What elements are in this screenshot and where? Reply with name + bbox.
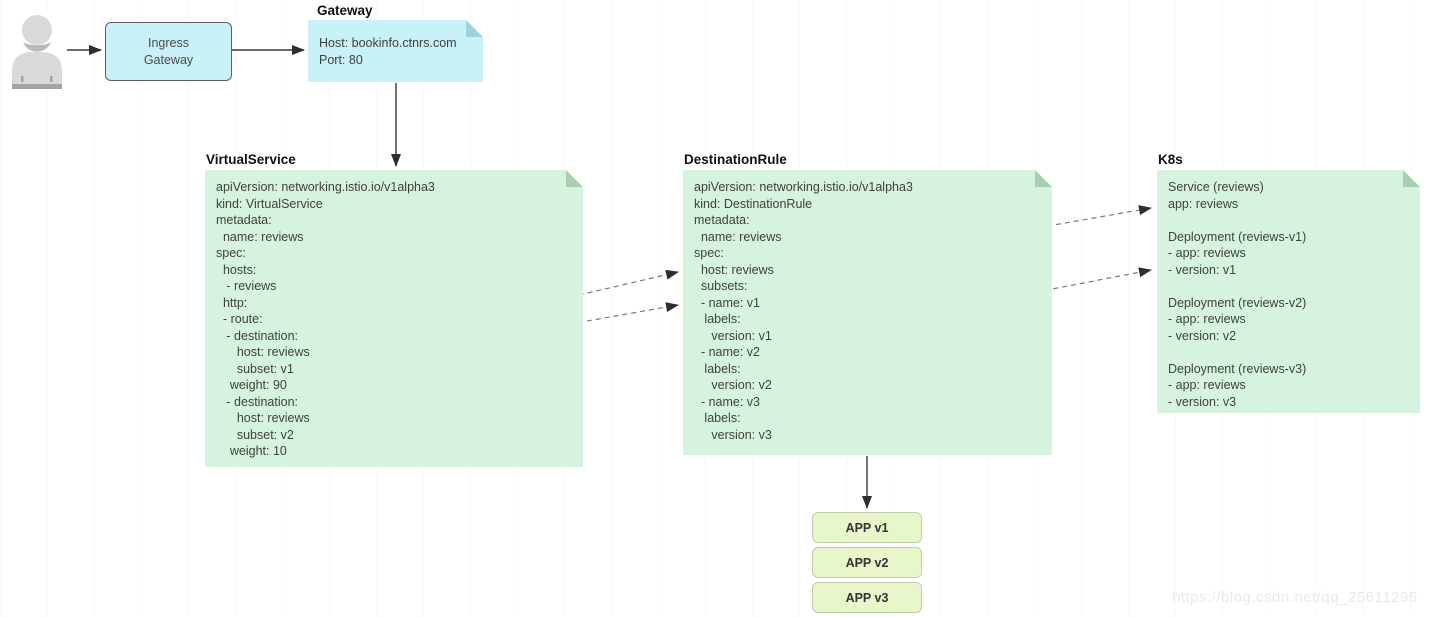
ingress-gateway-label: Ingress Gateway (143, 35, 194, 67)
app-v3-node: APP v3 (812, 582, 922, 613)
destinationrule-title: DestinationRule (684, 152, 787, 167)
gateway-note-text: Host: bookinfo.ctnrs.com Port: 80 (319, 36, 457, 67)
watermark-text: https://blog.csdn.net/qq_25611295 (1172, 589, 1418, 606)
app-v2-node: APP v2 (812, 547, 922, 578)
virtualservice-note: apiVersion: networking.istio.io/v1alpha3… (205, 170, 583, 467)
app-v3-label: APP v3 (845, 590, 889, 605)
app-v1-label: APP v1 (845, 520, 889, 535)
gateway-note: Host: bookinfo.ctnrs.com Port: 80 (308, 20, 483, 82)
ingress-gateway-node: Ingress Gateway (105, 22, 232, 81)
user-icon (8, 13, 66, 89)
app-v1-node: APP v1 (812, 512, 922, 543)
virtualservice-yaml: apiVersion: networking.istio.io/v1alpha3… (216, 180, 435, 458)
destinationrule-yaml: apiVersion: networking.istio.io/v1alpha3… (694, 180, 913, 442)
k8s-note: Service (reviews) app: reviews Deploymen… (1157, 170, 1420, 413)
app-v2-label: APP v2 (845, 555, 889, 570)
destinationrule-note: apiVersion: networking.istio.io/v1alpha3… (683, 170, 1052, 455)
k8s-title: K8s (1158, 152, 1183, 167)
gateway-title: Gateway (317, 3, 373, 18)
virtualservice-title: VirtualService (206, 152, 296, 167)
k8s-note-text: Service (reviews) app: reviews Deploymen… (1168, 180, 1307, 409)
